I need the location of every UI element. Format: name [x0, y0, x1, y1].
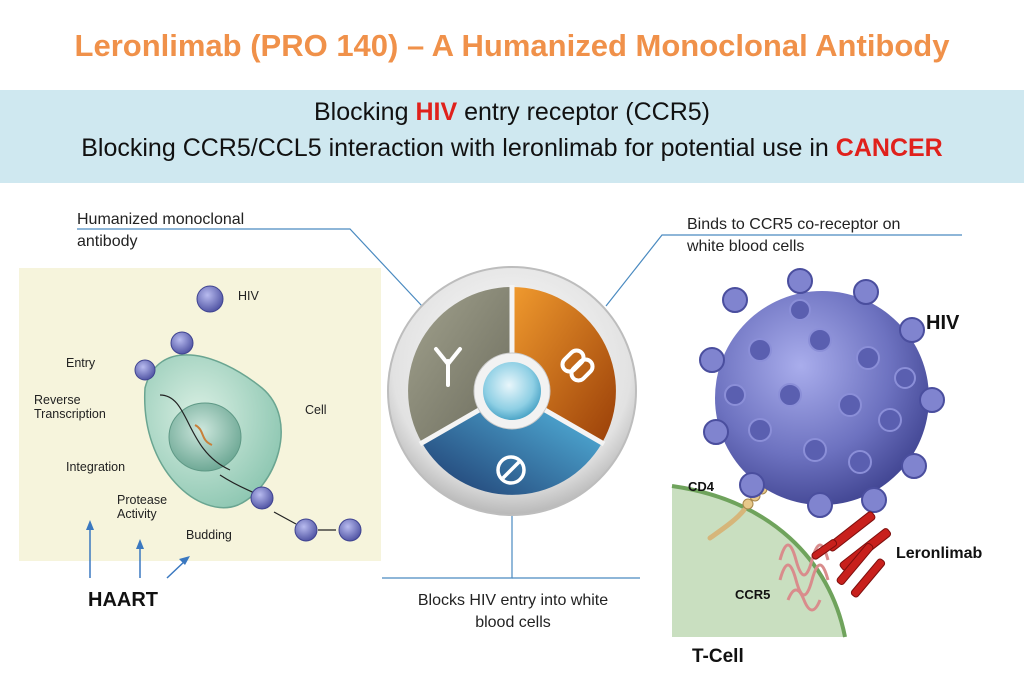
- banner: Blocking HIV entry receptor (CCR5) Block…: [0, 90, 1024, 183]
- ccr5-label: CCR5: [735, 587, 771, 602]
- leronlimab-label: Leronlimab: [896, 545, 983, 562]
- callout-humanized: Humanized monoclonal antibody: [77, 209, 244, 253]
- callout-line-right: [605, 234, 962, 307]
- lifecycle-reverse-label: Reverse Transcription: [34, 393, 106, 421]
- hiv-virion: [699, 268, 945, 518]
- lifecycle-reverse-line1: Reverse: [34, 393, 81, 407]
- callout-blocks-line1: Blocks HIV entry into white: [417, 592, 609, 609]
- banner-line-2-text: Blocking CCR5/CCL5 interaction with lero…: [81, 134, 836, 162]
- callout-binds: Binds to CCR5 co-receptor on white blood…: [687, 214, 900, 258]
- hiv-label: HIV: [926, 312, 960, 334]
- haart-label: HAART: [88, 589, 158, 611]
- callout-blocks: Blocks HIV entry into white blood cells: [382, 590, 644, 634]
- lifecycle-integration-label: Integration: [66, 460, 126, 474]
- page-title: Leronlimab (PRO 140) – A Humanized Monoc…: [74, 28, 950, 63]
- lifecycle-reverse-line2: Transcription: [34, 407, 106, 421]
- callout-blocks-line2: blood cells: [475, 614, 551, 631]
- callout-binds-line2: white blood cells: [687, 238, 805, 255]
- callout-humanized-line1: Humanized monoclonal: [77, 211, 245, 228]
- lifecycle-protease-line1: Protease: [117, 493, 168, 507]
- antibody-icon: [434, 347, 462, 387]
- lifecycle-cell-label: Cell: [305, 403, 327, 417]
- lifecycle-protease-label: Protease Activity: [117, 493, 167, 521]
- leronlimab-antibody: [811, 511, 892, 598]
- callout-binds-line1: Binds to CCR5 co-receptor on: [687, 216, 901, 233]
- cancer-highlight: CANCER: [835, 134, 943, 162]
- banner-line-1: Blocking HIV entry receptor (CCR5): [0, 98, 1024, 127]
- tcell-hiv-drawing: [671, 268, 945, 638]
- banner-line-1-text: Blocking: [314, 98, 416, 126]
- block-icon: [496, 455, 526, 485]
- hiv-lifecycle-drawing: [86, 285, 362, 579]
- ccr5-receptor: [778, 543, 830, 612]
- banner-line-1-rest: entry receptor (CCR5): [457, 98, 710, 126]
- callout-line-left: [77, 228, 423, 307]
- lifecycle-budding-label: Budding: [186, 528, 232, 542]
- lifecycle-hiv-label: HIV: [238, 289, 259, 303]
- lifecycle-protease-line2: Activity: [117, 507, 157, 521]
- tcell-label: T-Cell: [692, 646, 744, 667]
- cd4-label: CD4: [688, 479, 715, 494]
- link-icon: [560, 348, 595, 383]
- lifecycle-entry-label: Entry: [66, 356, 96, 370]
- segment-blocking: [422, 391, 602, 495]
- banner-line-2: Blocking CCR5/CCL5 interaction with lero…: [0, 134, 1024, 163]
- callout-humanized-line2: antibody: [77, 233, 138, 250]
- hiv-highlight: HIV: [415, 98, 458, 126]
- mechanism-wheel: [387, 266, 637, 516]
